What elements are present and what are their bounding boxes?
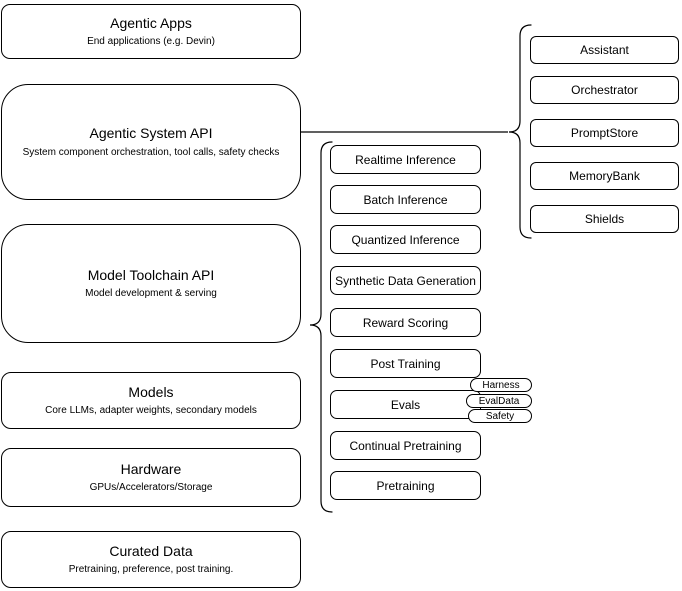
node-shields: Shields	[530, 205, 679, 233]
node-model-toolchain-api: Model Toolchain API Model development & …	[1, 224, 301, 343]
node-promptstore: PromptStore	[530, 119, 679, 147]
node-realtime-inference: Realtime Inference	[330, 145, 481, 174]
node-assistant: Assistant	[530, 36, 679, 64]
node-subtitle: System component orchestration, tool cal…	[22, 146, 280, 158]
node-agentic-system-api: Agentic System API System component orch…	[1, 84, 301, 200]
node-title: Curated Data	[109, 542, 193, 559]
node-subtitle: End applications (e.g. Devin)	[87, 36, 215, 48]
tag-harness: Harness	[470, 378, 532, 392]
node-batch-inference: Batch Inference	[330, 185, 481, 214]
node-orchestrator: Orchestrator	[530, 76, 679, 104]
node-title: Model Toolchain API	[87, 266, 215, 283]
node-subtitle: Model development & serving	[85, 288, 217, 300]
tag-evaldata: EvalData	[466, 394, 532, 408]
node-models: Models Core LLMs, adapter weights, secon…	[1, 372, 301, 429]
node-title: Agentic Apps	[110, 14, 192, 31]
toolchain-brace	[309, 141, 333, 513]
node-title: Agentic System API	[89, 125, 213, 142]
node-subtitle: Core LLMs, adapter weights, secondary mo…	[45, 405, 257, 417]
node-evals: Evals	[330, 390, 481, 419]
node-agentic-apps: Agentic Apps End applications (e.g. Devi…	[1, 4, 301, 59]
node-synthetic-data-generation: Synthetic Data Generation	[330, 266, 481, 295]
node-pretraining: Pretraining	[330, 471, 481, 500]
node-subtitle: Pretraining, preference, post training.	[68, 564, 234, 576]
node-quantized-inference: Quantized Inference	[330, 225, 481, 254]
node-continual-pretraining: Continual Pretraining	[330, 431, 481, 460]
system-components-brace	[508, 24, 532, 239]
node-subtitle: GPUs/Accelerators/Storage	[89, 482, 213, 494]
node-hardware: Hardware GPUs/Accelerators/Storage	[1, 448, 301, 507]
node-curated-data: Curated Data Pretraining, preference, po…	[1, 531, 301, 588]
node-post-training: Post Training	[330, 349, 481, 378]
node-reward-scoring: Reward Scoring	[330, 308, 481, 337]
node-memorybank: MemoryBank	[530, 162, 679, 190]
node-title: Models	[128, 383, 174, 400]
node-title: Hardware	[120, 460, 182, 477]
tag-safety: Safety	[468, 409, 532, 423]
